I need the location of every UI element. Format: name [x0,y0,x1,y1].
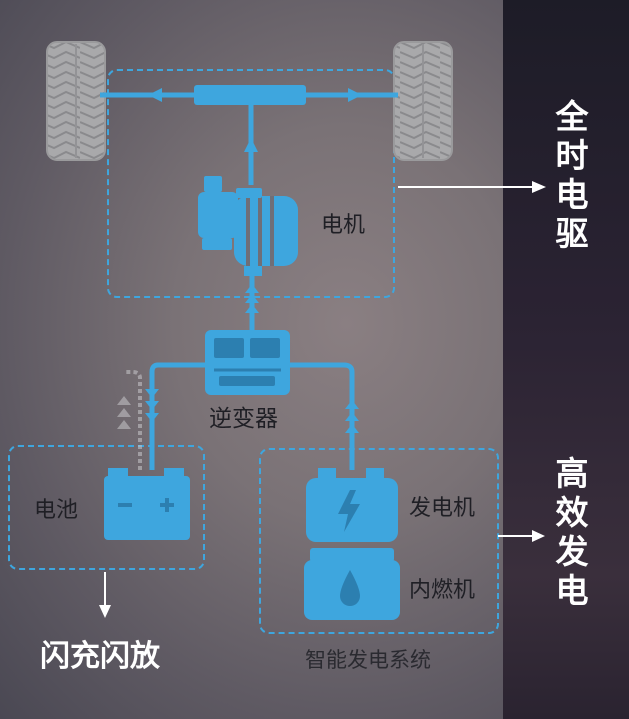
inverter-icon [205,330,290,395]
inverter-label: 逆变器 [209,406,278,432]
chevron-up-faded-icon [117,396,131,429]
axle [100,85,398,185]
left-tire [46,41,106,161]
full-drive-title: 全时电驱 [555,97,589,253]
generation-system-box [259,448,499,634]
chevron-up-icon [245,284,259,313]
generator-icon [306,468,398,542]
generator-label: 发电机 [409,496,476,521]
motor-icon [198,176,298,276]
pointer-full-drive [398,181,546,193]
arrow-right-icon [348,88,362,102]
pointer-efficient-gen [498,530,545,542]
engine-label: 内燃机 [409,578,476,603]
arrow-up-icon [244,138,258,152]
chevron-up-icon [345,400,359,433]
arrow-left-icon [148,88,162,102]
engine-icon [304,548,400,620]
battery-icon [104,468,190,540]
efficient-gen-title: 高效发电 [555,454,589,610]
flash-charge-title: 闪充闪放 [40,639,160,674]
motor-label: 电机 [321,213,366,238]
right-panel [503,0,629,719]
right-tire [393,41,453,161]
system-label: 智能发电系统 [305,648,431,672]
battery-label: 电池 [34,498,79,523]
battery-box [8,445,205,570]
pointer-flash [99,572,111,618]
chevron-down-icon [145,389,159,422]
